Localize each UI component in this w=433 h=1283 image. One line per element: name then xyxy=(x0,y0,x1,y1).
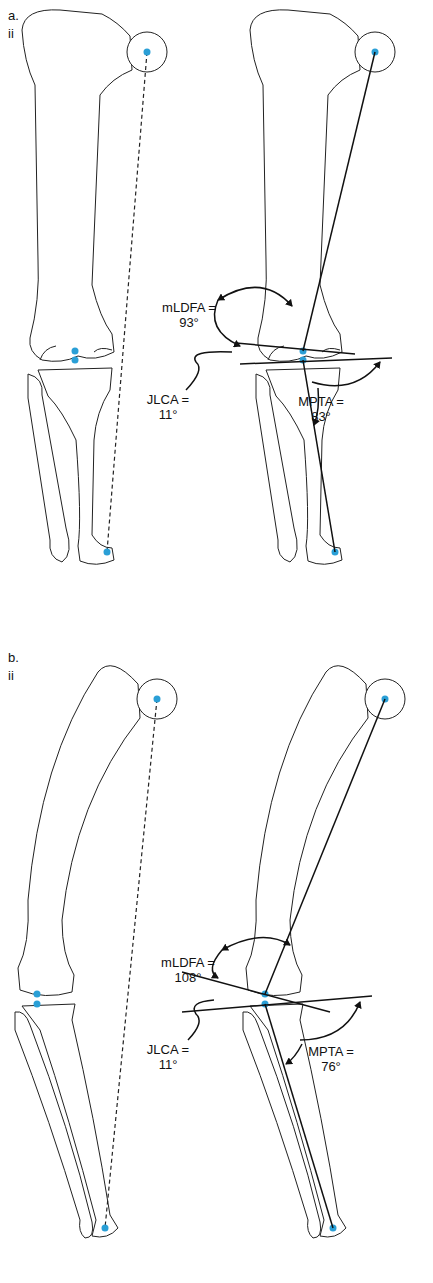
angle-label: mLDFA = 93° xyxy=(162,300,216,330)
panel-number: ii xyxy=(8,668,38,683)
angle-label: mLDFA = 108° xyxy=(160,955,216,985)
panel-number: ii xyxy=(8,26,38,41)
angle-label: JLCA = 11° xyxy=(146,1042,190,1072)
panel-letter: a. xyxy=(8,8,38,23)
angle-label: JLCA = 11° xyxy=(146,392,190,422)
angle-label: MPTA = 76° xyxy=(306,1044,356,1074)
angle-label: MPTA = 83° xyxy=(296,394,346,424)
panel-letter: b. xyxy=(8,650,38,665)
